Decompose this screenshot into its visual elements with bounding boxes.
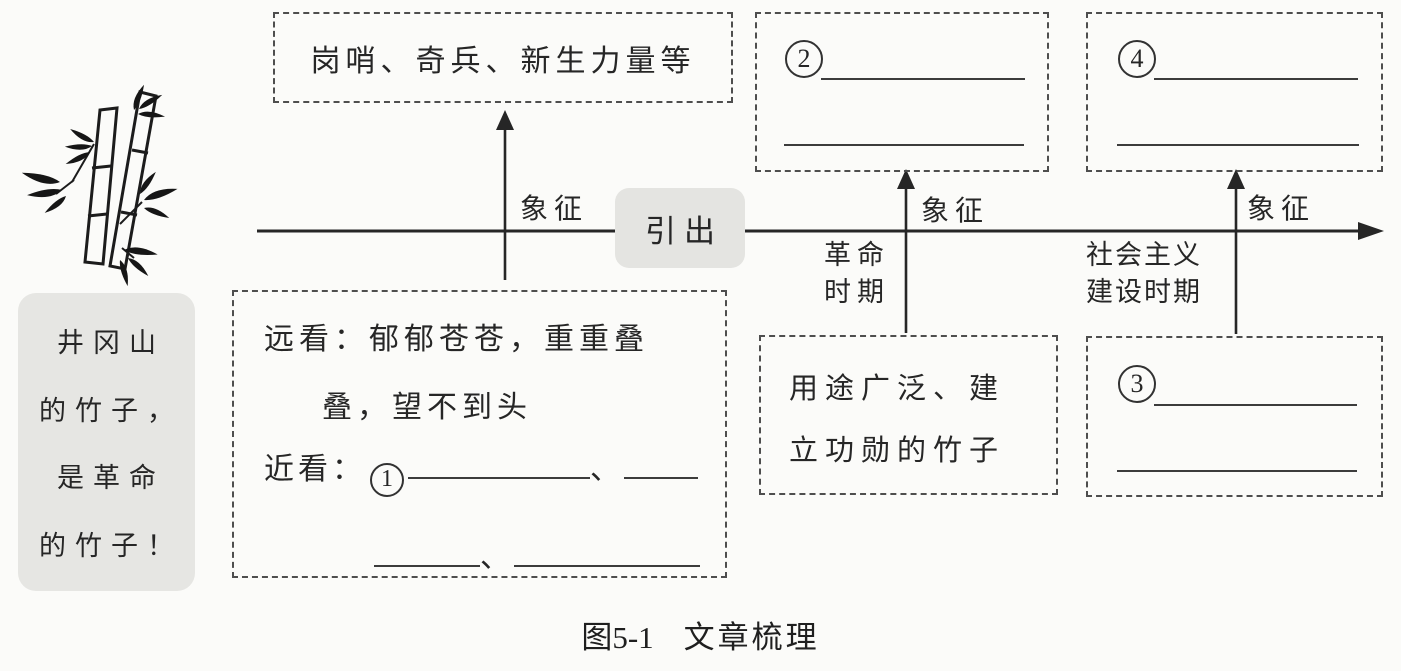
intro-line: 的竹子， bbox=[39, 395, 183, 426]
fill-blank-1b bbox=[624, 473, 698, 479]
far-view-line1: 远看：郁郁苍苍，重重叠 bbox=[264, 323, 649, 356]
symbolize-label-2: 象征 bbox=[921, 196, 990, 227]
fill-blank-3b bbox=[1117, 470, 1357, 472]
enumeration-comma: 、 bbox=[590, 453, 624, 486]
timeline-arrowhead bbox=[1358, 222, 1384, 240]
symbolize-label-3: 象征 bbox=[1247, 194, 1316, 225]
figure-caption-number: 图5-1 bbox=[581, 620, 654, 655]
arrow-up-1-head bbox=[496, 110, 514, 130]
intro-line: 是革命 bbox=[57, 463, 165, 494]
period-revolution-line2: 时期 bbox=[824, 277, 890, 307]
intro-line: 的竹子！ bbox=[39, 530, 183, 561]
blank-box-4: 4 bbox=[1086, 12, 1383, 172]
near-view-line2: 、 bbox=[374, 532, 700, 576]
near-view-prefix: 近看： bbox=[264, 453, 366, 486]
usage-line1: 用途广泛、建 bbox=[789, 373, 1006, 405]
fill-blank-4a bbox=[1154, 78, 1358, 80]
bamboo-illustration bbox=[22, 84, 178, 287]
fill-blank-2a bbox=[821, 78, 1025, 80]
arrow-up-3-head bbox=[1227, 169, 1245, 189]
fill-blank-3a bbox=[1154, 404, 1357, 406]
symbolize-label-1: 象征 bbox=[520, 194, 589, 225]
observation-box: 远看：郁郁苍苍，重重叠 叠，望不到头 近看：1 、 、 bbox=[232, 290, 727, 578]
connector-pill: 引出 bbox=[615, 188, 745, 268]
circled-number-3: 3 bbox=[1118, 365, 1156, 403]
usage-box: 用途广泛、建 立功勋的竹子 bbox=[759, 335, 1058, 495]
figure-caption-title: 文章梳理 bbox=[683, 620, 820, 655]
symbol-meanings-box: 岗哨、奇兵、新生力量等 bbox=[273, 12, 733, 103]
connector-label: 引出 bbox=[645, 213, 723, 249]
figure-caption: 图5-1 文章梳理 bbox=[0, 612, 1401, 657]
intro-note-panel: 井冈山 的竹子， 是革命 的竹子！ bbox=[18, 293, 195, 591]
far-view-line2: 叠，望不到头 bbox=[322, 391, 532, 424]
blank-box-2: 2 bbox=[755, 12, 1049, 172]
blank-box-3: 3 bbox=[1086, 336, 1383, 497]
fill-blank-1d bbox=[514, 561, 700, 567]
period-socialist-line2: 建设时期 bbox=[1086, 277, 1202, 307]
enumeration-comma: 、 bbox=[480, 541, 514, 574]
fill-blank-2b bbox=[784, 144, 1024, 146]
usage-line2: 立功勋的竹子 bbox=[789, 435, 1006, 467]
near-view-line: 近看：1 、 bbox=[264, 444, 698, 497]
circled-number-1: 1 bbox=[370, 462, 404, 497]
fill-blank-1a bbox=[408, 473, 590, 479]
circled-number-2: 2 bbox=[785, 40, 823, 78]
fill-blank-4b bbox=[1117, 144, 1359, 146]
symbol-meanings-text: 岗哨、奇兵、新生力量等 bbox=[310, 44, 696, 78]
arrow-up-2-head bbox=[897, 169, 915, 189]
intro-line: 井冈山 bbox=[57, 328, 165, 359]
period-revolution-line1: 革命 bbox=[824, 240, 890, 270]
period-socialist-line1: 社会主义 bbox=[1086, 240, 1202, 270]
circled-number-4: 4 bbox=[1118, 40, 1156, 78]
fill-blank-1c bbox=[374, 561, 480, 567]
period-label-socialist: 社会主义 建设时期 bbox=[1064, 237, 1224, 311]
period-label-revolution: 革命 时期 bbox=[814, 237, 900, 311]
